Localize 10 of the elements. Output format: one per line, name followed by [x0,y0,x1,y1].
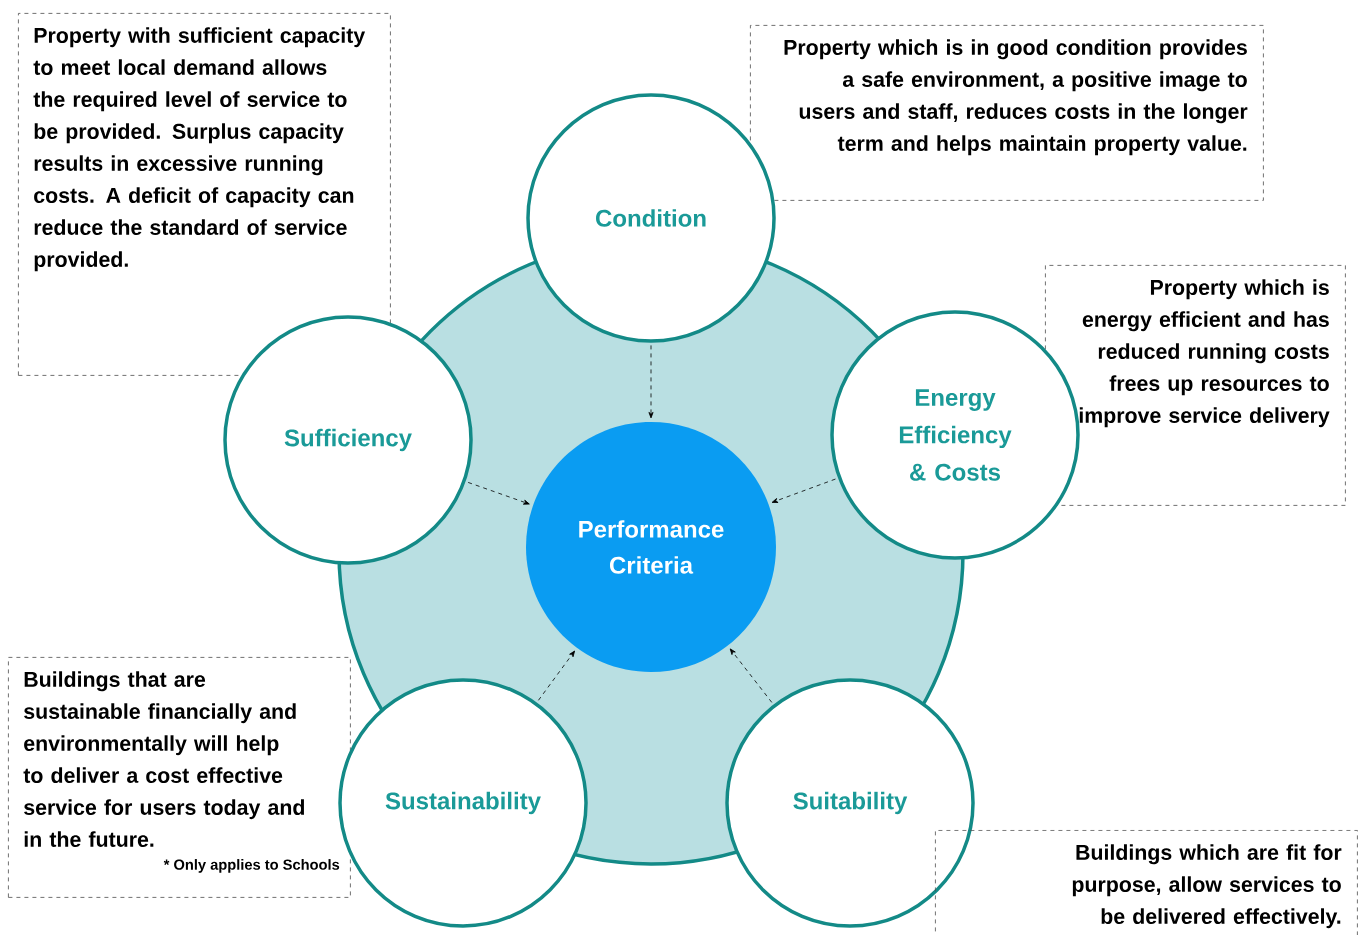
arrow [467,482,530,505]
arrow [771,478,836,503]
footnote: * Only applies to Schools [163,859,340,873]
node-label: Sustainability [385,791,541,815]
note-box: Property which is in good condition provides a safe environment, a positive image to users and staff, reduces costs in the longer term and helps maintain property value. [750,25,1264,201]
arrow [648,345,654,419]
arrow [538,650,575,701]
node-label: Suitability [793,791,908,815]
note-box: Buildings which are fit for purpose, allow services to be delivered effectively. [935,830,1358,935]
arrow [729,648,773,703]
